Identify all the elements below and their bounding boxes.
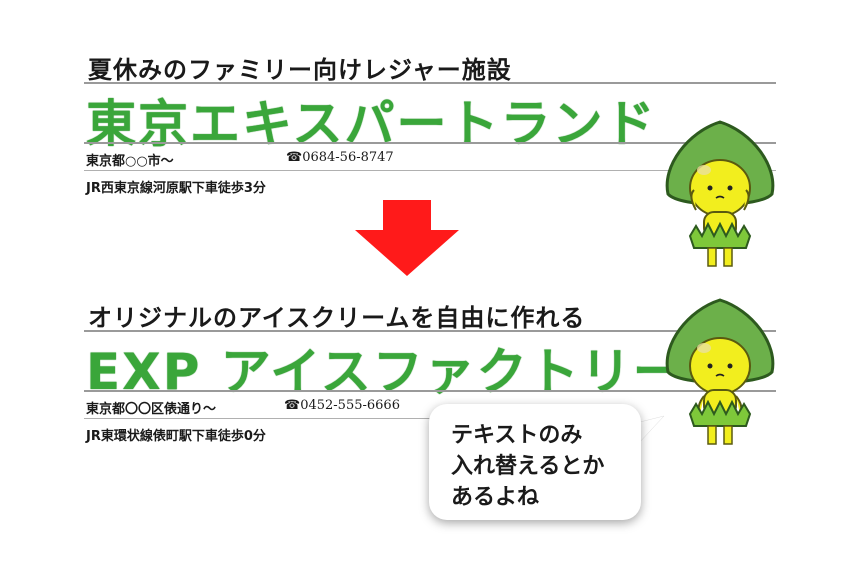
after-top-rule — [84, 330, 776, 332]
after-phone: ☎0452-555-6666 — [284, 398, 400, 413]
before-middle-rule — [84, 142, 776, 144]
mascot-character-icon — [665, 298, 775, 445]
speech-bubble: テキストのみ 入れ替えるとか あるよね — [429, 404, 641, 520]
down-arrow-icon — [355, 200, 459, 276]
before-title: 東京エキスパートランド — [86, 95, 657, 153]
before-subtitle: 夏休みのファミリー向けレジャー施設 — [88, 56, 512, 84]
bubble-line: 入れ替えるとか — [451, 454, 605, 479]
before-address: 東京都○○市〜 — [86, 154, 174, 169]
before-lower-rule — [84, 170, 776, 171]
after-subtitle: オリジナルのアイスクリームを自由に作れる — [88, 304, 586, 332]
bubble-line: あるよね — [451, 485, 540, 510]
before-top-rule — [84, 82, 776, 84]
after-address: 東京都〇〇区俵通り〜 — [86, 402, 217, 417]
before-phone: ☎0684-56-8747 — [286, 150, 394, 165]
bubble-line: テキストのみ — [451, 423, 583, 448]
after-access: JR東環状線俵町駅下車徒歩0分 — [86, 429, 266, 444]
after-lower-rule — [84, 418, 434, 419]
after-title: EXP アイスファクトリー — [86, 343, 685, 401]
mascot-character-icon — [665, 120, 775, 267]
before-access: JR西東京線河原駅下車徒歩3分 — [86, 181, 266, 196]
after-middle-rule — [84, 390, 776, 392]
